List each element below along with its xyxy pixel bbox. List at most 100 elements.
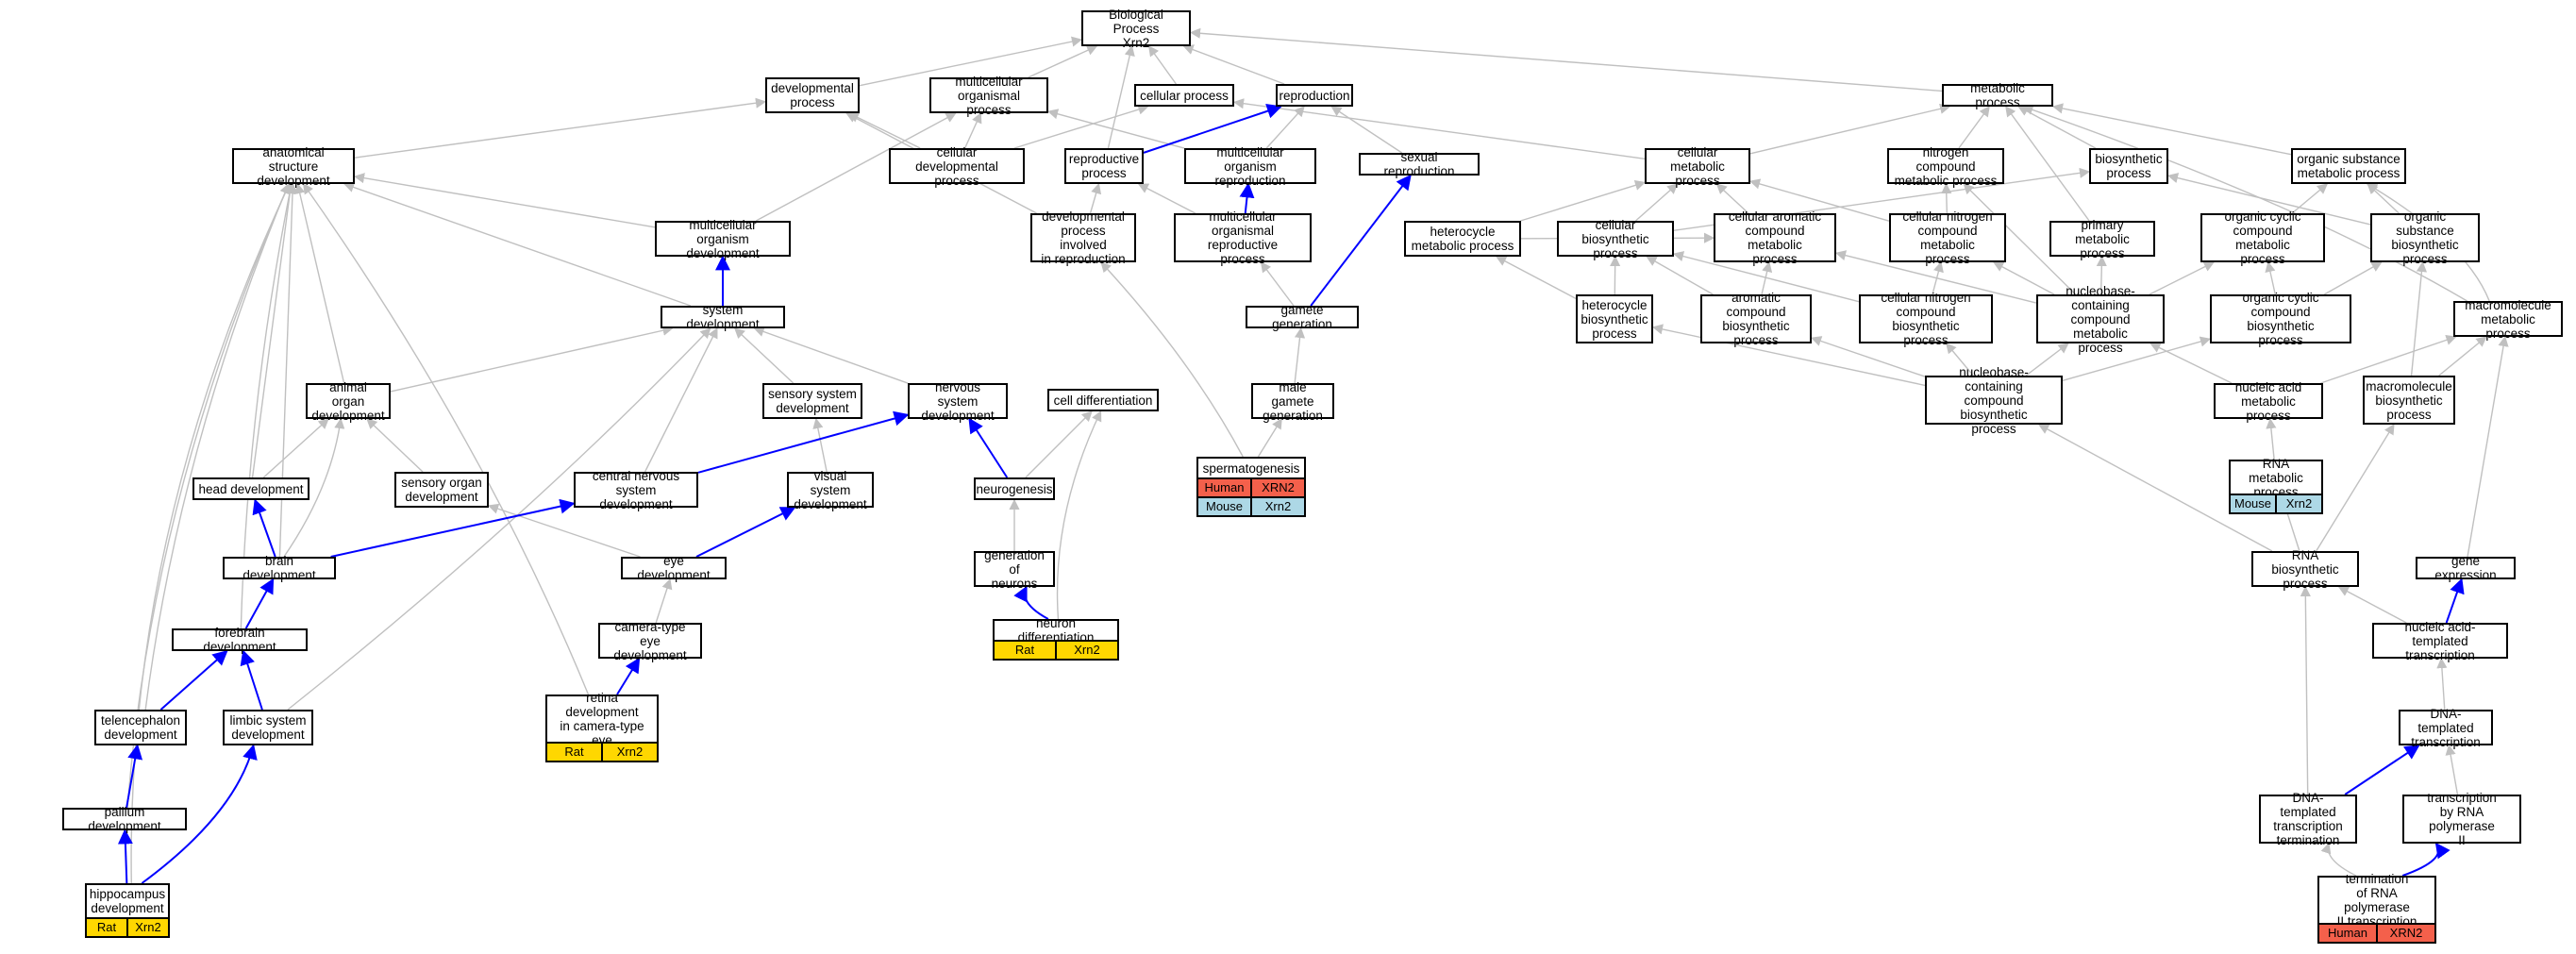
node-dnatemp[interactable]: DNA-templated transcription xyxy=(2399,707,2493,749)
edge-anat-to-devproc xyxy=(354,97,767,159)
edge-eyedev-to-sensorg xyxy=(487,503,641,558)
edge-nucmet-to-cellnitro xyxy=(1992,261,2055,295)
edge-repro-to-bp xyxy=(1182,44,1285,85)
node-reproproc[interactable]: reproductive process xyxy=(1064,148,1144,184)
node-repro[interactable]: reproduction xyxy=(1276,84,1353,107)
node-nucacid[interactable]: nucleic acid metabolic process xyxy=(2214,380,2323,423)
node-nucbio[interactable]: nucleobase-containing compound biosynthe… xyxy=(1925,365,2063,436)
edge-cellmet-to-metab xyxy=(1749,103,1951,155)
node-spermato[interactable]: spermatogenesis xyxy=(1196,457,1306,479)
node-braindev[interactable]: brain development xyxy=(223,554,336,582)
edge-limbic-to-sysdev xyxy=(287,327,711,711)
node-orgcycbio[interactable]: organic cyclic compound biosynthetic pro… xyxy=(2210,291,2351,347)
node-cellbio[interactable]: cellular biosynthetic process xyxy=(1557,218,1674,260)
node-cellnitro[interactable]: cellular nitrogen compound metabolic pro… xyxy=(1889,209,2006,266)
node-celldiff[interactable]: cell differentiation xyxy=(1047,389,1159,411)
badge-species: Rat xyxy=(564,745,584,759)
node-arombio[interactable]: aromatic compound biosynthetic process xyxy=(1700,291,1812,347)
node-nucmet[interactable]: nucleobase-containing compound metabolic… xyxy=(2036,284,2165,355)
node-dnaterm[interactable]: DNA-templated transcription termination xyxy=(2259,791,2357,847)
badge-gene: Xrn2 xyxy=(126,919,168,936)
node-hetmet[interactable]: heterocycle metabolic process xyxy=(1404,221,1521,257)
badge-gene: XRN2 xyxy=(2376,925,2434,942)
node-macromet[interactable]: macromolecule metabolic process xyxy=(2453,298,2563,341)
edge-sensorg-to-animorg xyxy=(366,418,424,473)
node-celldev[interactable]: cellular developmental process xyxy=(889,145,1025,188)
node-orgsubbio[interactable]: organic substance biosynthetic process xyxy=(2370,209,2480,266)
node-pallium[interactable]: pallium development xyxy=(62,805,187,833)
edge-dnaterm-to-rnabio xyxy=(2300,585,2311,795)
node-macrobio[interactable]: macromolecule biosynthetic process xyxy=(2363,376,2455,425)
node-hetbio[interactable]: heterocycle biosynthetic process xyxy=(1576,294,1653,343)
node-eyedev[interactable]: eye development xyxy=(621,554,727,582)
node-geneexp[interactable]: gene expression xyxy=(2416,554,2516,582)
node-sensys[interactable]: sensory system development xyxy=(762,383,862,419)
edge-multorgrepro-to-multrepro xyxy=(1239,182,1255,214)
node-neurdiff[interactable]: neuron differentiation xyxy=(993,616,1119,644)
node-nitro[interactable]: nitrogen compound metabolic process xyxy=(1887,145,2004,188)
node-rnamet[interactable]: RNA metabolic process xyxy=(2229,457,2323,499)
node-metab[interactable]: metabolic process xyxy=(1942,81,2053,109)
node-anat[interactable]: anatomical structure development xyxy=(232,145,355,188)
node-malegam[interactable]: male gamete generation xyxy=(1251,380,1334,423)
edge-cns-to-sysdev xyxy=(644,326,718,473)
edge-hetmet-to-cellmet xyxy=(1520,179,1647,222)
edge-macromet-to-metab xyxy=(2022,105,2467,302)
node-orgcyc[interactable]: organic cyclic compound metabolic proces… xyxy=(2200,209,2325,266)
node-neurogen[interactable]: neurogenesis xyxy=(974,477,1055,500)
edge-multdev-to-multorg xyxy=(755,112,957,222)
edge-headdev-to-animorg xyxy=(262,418,329,478)
edge-hippo-to-anat xyxy=(130,182,291,884)
node-vissys[interactable]: visual system development xyxy=(787,469,874,511)
node-sensorg[interactable]: sensory organ development xyxy=(394,472,489,508)
edge-nervsys-to-sysdev xyxy=(753,326,909,384)
node-sysdev[interactable]: system development xyxy=(661,303,785,331)
badge-gene: Xrn2 xyxy=(1055,642,1117,659)
node-animorg[interactable]: animal organ development xyxy=(306,380,391,423)
node-termpol[interactable]: termination of RNA polymerase II transcr… xyxy=(2317,872,2436,929)
edge-orgsub-to-metab xyxy=(2051,103,2292,156)
node-devrepro[interactable]: developmental process involved in reprod… xyxy=(1030,209,1136,266)
node-telen[interactable]: telencephalon development xyxy=(94,710,187,745)
node-biosyn[interactable]: biosynthetic process xyxy=(2089,148,2168,184)
edge-cellproc-to-bp xyxy=(1147,45,1177,85)
edge-pallium-to-telen xyxy=(125,744,143,809)
node-multorgrepro[interactable]: multicellular organismal reproductive pr… xyxy=(1174,209,1312,266)
node-genneur[interactable]: generation of neurons xyxy=(974,548,1055,591)
node-forebrain[interactable]: forebrain development xyxy=(172,626,308,654)
edge-retina-to-anat xyxy=(302,183,590,695)
node-rnabio[interactable]: RNA biosynthetic process xyxy=(2251,548,2359,591)
node-orgsub[interactable]: organic substance metabolic process xyxy=(2291,148,2406,184)
node-devproc[interactable]: developmental process xyxy=(765,77,860,113)
edge-primary-to-metab xyxy=(2005,106,2090,222)
node-cns[interactable]: central nervous system development xyxy=(574,469,698,511)
node-cellarom[interactable]: cellular aromatic compound metabolic pro… xyxy=(1714,209,1836,266)
node-cellnitrobio[interactable]: cellular nitrogen compound biosynthetic … xyxy=(1859,291,1993,347)
node-multrepro[interactable]: multicellular organism reproduction xyxy=(1184,145,1316,188)
node-gamete[interactable]: gamete generation xyxy=(1246,303,1359,331)
node-primary[interactable]: primary metabolic process xyxy=(2049,218,2155,260)
edge-macrobio-to-macromet xyxy=(2438,336,2487,377)
node-limbic[interactable]: limbic system development xyxy=(223,710,313,745)
node-cellmet[interactable]: cellular metabolic process xyxy=(1645,145,1750,188)
node-bp[interactable]: Biological Process Xrn2 xyxy=(1081,8,1191,50)
node-multdev[interactable]: multicellular organism development xyxy=(655,218,791,260)
node-retina[interactable]: retina development in camera-type eye xyxy=(545,691,659,747)
node-nuctemp[interactable]: nucleic acid-templated transcription xyxy=(2372,620,2508,662)
node-hippo[interactable]: hippocampus development xyxy=(85,883,170,919)
edge-nucbio-to-arombio xyxy=(1810,336,1926,377)
edge-nitro-to-metab xyxy=(1958,106,1990,149)
edge-spermato-to-devrepro xyxy=(1100,261,1244,458)
badge-gene: XRN2 xyxy=(1250,479,1304,496)
node-sexrepro[interactable]: sexual reproduction xyxy=(1359,150,1480,178)
node-headdev[interactable]: head development xyxy=(192,477,309,500)
node-nervsys[interactable]: nervous system development xyxy=(908,380,1008,423)
edge-metab-to-bp xyxy=(1189,27,1943,92)
edge-limbic-to-forebrain xyxy=(240,649,263,711)
node-cellproc[interactable]: cellular process xyxy=(1134,84,1234,107)
node-multorg[interactable]: multicellular organismal process xyxy=(929,75,1048,117)
node-rnapol[interactable]: transcription by RNA polymerase II xyxy=(2402,791,2521,847)
node-camera[interactable]: camera-type eye development xyxy=(598,620,702,662)
